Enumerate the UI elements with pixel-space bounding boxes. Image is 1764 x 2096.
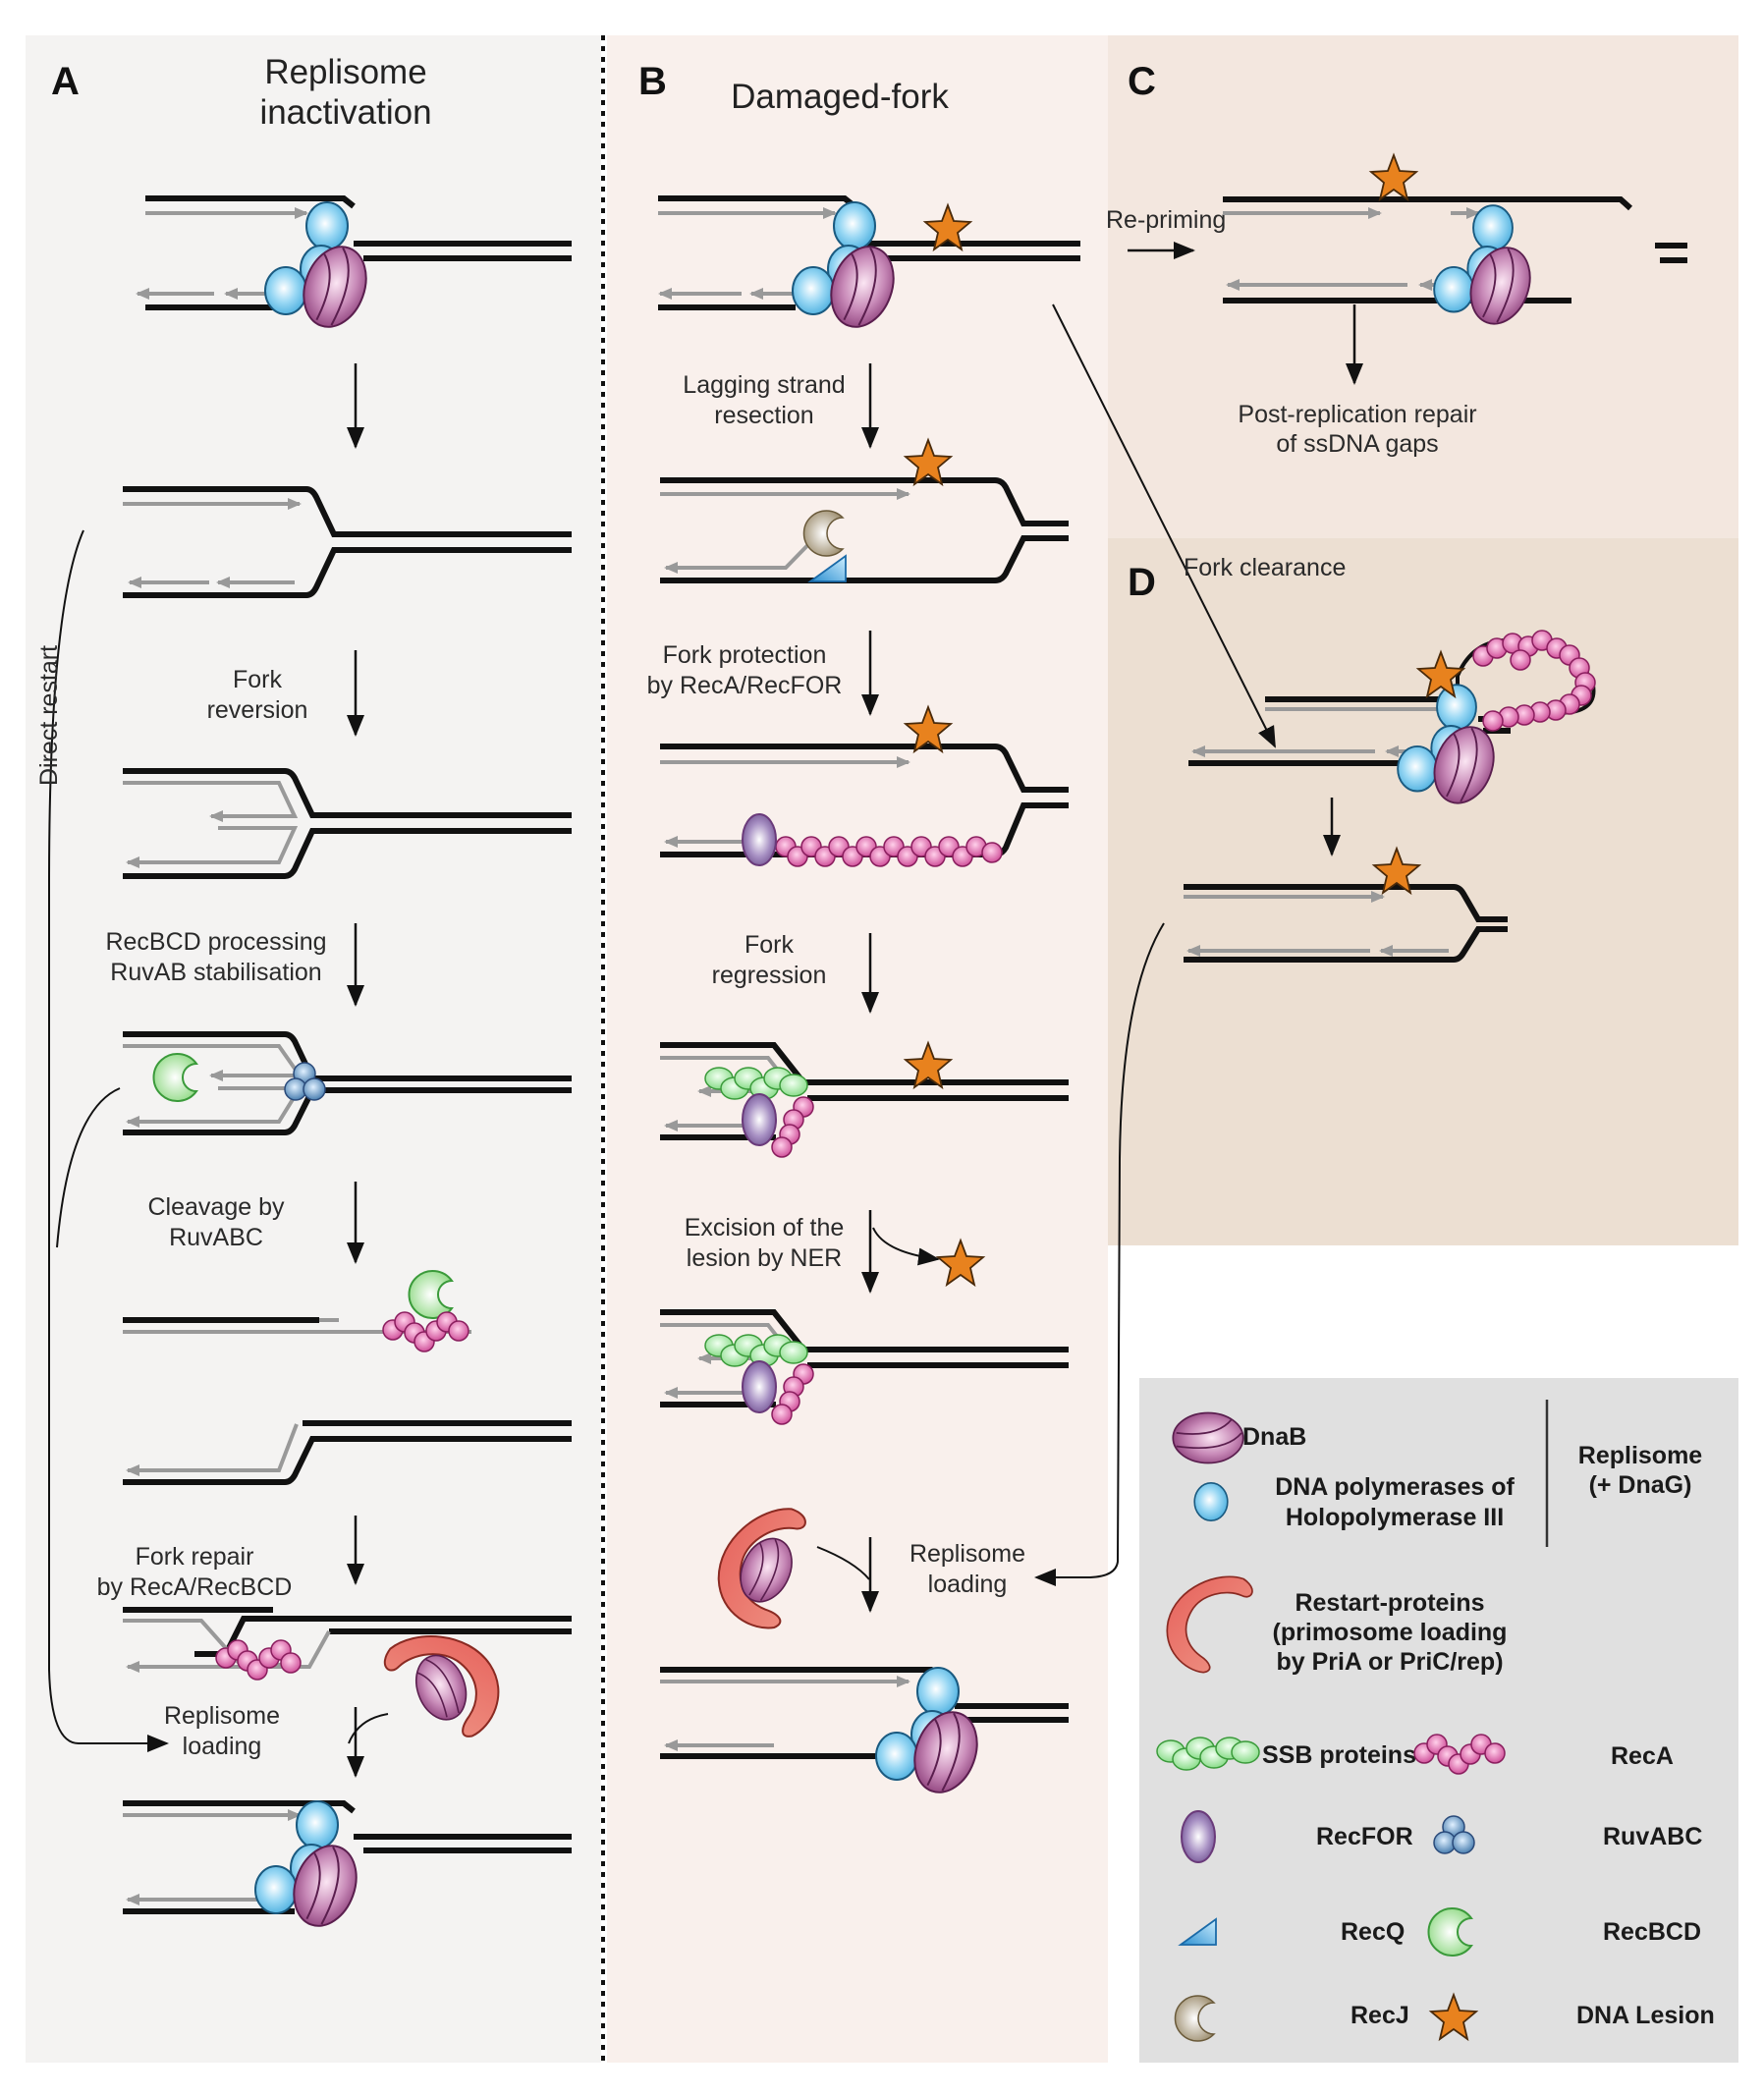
outcome-line1: Post-replication repair [1238,401,1476,428]
replisome-group-label-line2: (+ DnaG) [1589,1471,1692,1499]
legend-label: RecBCD [1603,1918,1701,1946]
step-fork-regression-line1: Fork [744,931,795,959]
fork-a3 [123,768,572,879]
legend-label: RecQ [1341,1918,1405,1946]
panel-b-title: Damaged-fork [731,78,949,116]
step-excision-line1: Excision of the [685,1214,845,1241]
step-fork-regression-line2: regression [712,962,827,989]
fork-b6 [660,1667,1069,1801]
panel-a-title-line2: inactivation [259,93,431,132]
step-recbcd-processing-line2: RuvAB stabilisation [110,959,321,986]
step-excision-line2: lesion by NER [687,1244,842,1272]
fork-a7 [123,1800,572,1935]
legend-label: RecJ [1351,2002,1409,2029]
panel-d-background [1108,538,1738,1245]
legend-label: DNA Lesion [1576,2002,1715,2029]
replisome-group-label-line1: Replisome [1578,1442,1703,1469]
outcome-line2: of ssDNA gaps [1276,430,1438,458]
step-recbcd-processing-line1: RecBCD processing [105,928,326,956]
legend-label: (primosome loading [1273,1619,1508,1646]
fork-d1 [1188,630,1596,811]
fork-b1 [658,195,1080,336]
panel-b-letter: B [638,60,667,103]
dnab-icon [1172,1411,1244,1464]
legend-label: RecA [1611,1742,1674,1770]
fork-clearance-arrow [1052,303,1276,748]
panel-d-letter: D [1128,561,1156,604]
panel-a: Fork reversion RecBCD processing RuvAB s… [35,195,572,1935]
direct-restart-arrow [48,529,169,1752]
step-replisome-loading-b-line1: Replisome [910,1540,1025,1568]
step-replisome-loading-b-line2: loading [928,1571,1008,1598]
lesion-excision-arrow [872,1227,940,1266]
recfor-icon [742,1093,777,1146]
fork-b3 [660,706,1069,867]
fork-clearance-label: Fork clearance [1184,554,1346,581]
direct-restart-label: Direct restart [35,645,63,786]
fork-d2 [1184,848,1508,963]
fork-c [1223,154,1687,332]
panel-b: Lagging strand resection Fork protection… [647,195,1080,1801]
fork-b5 [660,1309,1069,1425]
fork-a6 [123,1607,572,1681]
legend-label: DnaB [1242,1423,1306,1451]
fork-b4 [660,1042,1069,1158]
recfor-icon [742,1360,777,1413]
fork-a1 [136,195,572,336]
legend-label: RecFOR [1316,1823,1413,1850]
re-priming-label: Re-priming [1106,206,1226,234]
legend-label: Holopolymerase III [1286,1504,1504,1531]
recfor-icon [1181,1810,1216,1863]
step-replisome-loading-a-line2: loading [183,1733,262,1760]
legend-label: DNA polymerases of [1275,1473,1515,1501]
legend-label: Restart-proteins [1295,1589,1484,1617]
polymerase-icon [1193,1481,1229,1521]
fork-b2 [660,439,1069,583]
step-fork-repair-line1: Fork repair [136,1543,254,1571]
loading-connector [348,1713,389,1744]
panel-a-letter: A [51,60,80,103]
panel-c: Re-priming Post-replication repair of ss… [1106,154,1687,458]
loading-connector [816,1546,870,1580]
panel-a-background [26,35,601,2063]
fork-a4 [123,1031,572,1135]
legend-label: by PriA or PriC/rep) [1276,1648,1503,1676]
step-fork-reversion-line2: reversion [207,696,308,724]
panel-c-letter: C [1128,60,1156,103]
legend: DnaB DNA polymerases of Holopolymerase I… [1156,1400,1715,2042]
direct-restart-branch [56,1087,121,1248]
step-cleavage-line1: Cleavage by [148,1193,285,1221]
step-lagging-resection-line2: resection [714,402,813,429]
legend-label: RuvABC [1603,1823,1702,1850]
panel-b-background [607,35,1108,2063]
d-to-b-loading-arrow [1034,922,1165,1586]
fork-a5 [123,1270,572,1485]
step-replisome-loading-a-line1: Replisome [164,1702,280,1730]
panel-a-title-line1: Replisome [264,53,426,91]
step-fork-repair-line2: by RecA/RecBCD [97,1573,293,1601]
step-fork-protection-line1: Fork protection [663,641,827,669]
step-fork-reversion-line1: Fork [233,666,283,693]
panel-d: Fork clearance [1184,554,1596,963]
legend-label: SSB proteins [1262,1741,1416,1769]
fork-a2 [123,486,572,598]
step-fork-protection-line2: by RecA/RecFOR [647,672,843,699]
recfor-icon [742,813,777,866]
step-cleavage-line2: RuvABC [169,1224,263,1251]
step-lagging-resection-line1: Lagging strand [683,371,845,399]
